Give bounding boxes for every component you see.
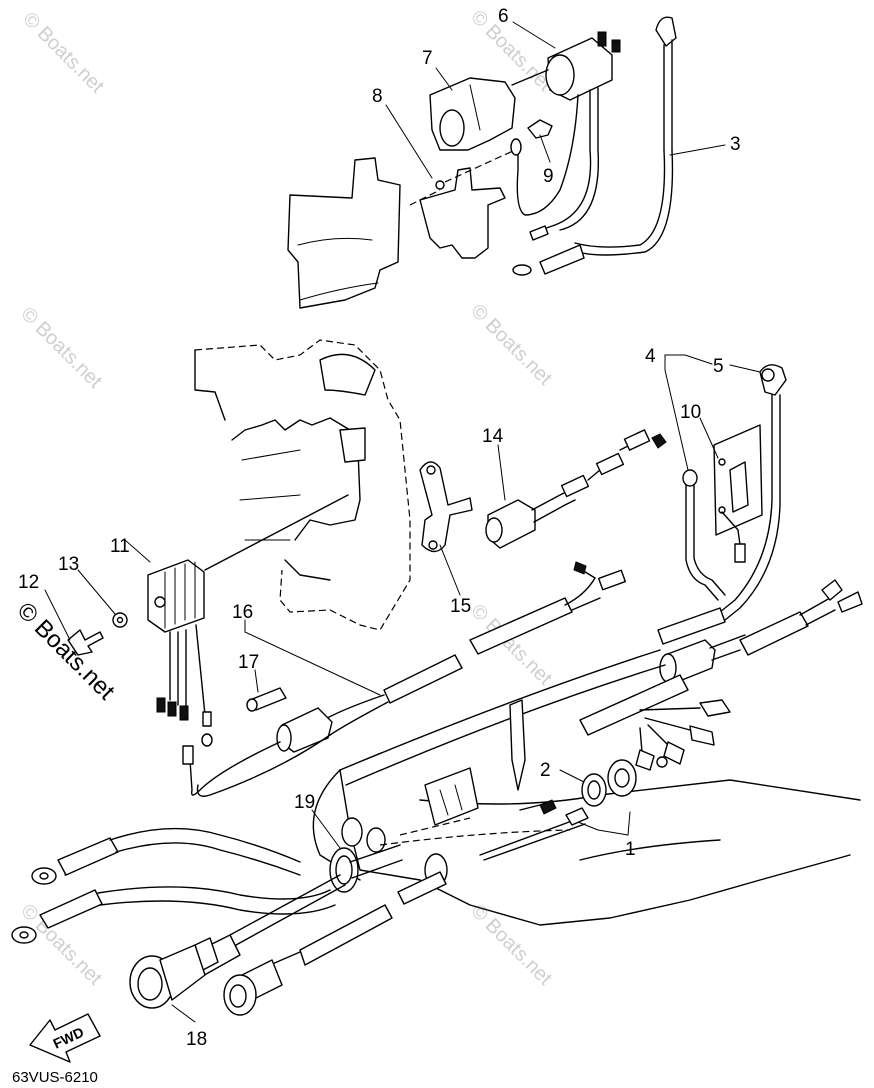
callout-11: 11 [110,536,130,557]
connector-18 [129,874,346,1009]
callout-17: 17 [238,652,259,673]
callout-12: 12 [18,572,39,593]
main-harness [339,561,863,786]
callout-4: 4 [645,346,656,367]
leader-lines [44,21,761,1023]
starter-relay-6 [545,31,621,101]
bracket-assembly [287,16,677,309]
callout-13: 13 [58,554,79,575]
watermark-1: © Boats.net [18,8,108,98]
callout-6: 6 [498,6,509,27]
callout-16: 16 [232,602,253,623]
callouts: 1 2 3 4 5 6 7 8 9 10 11 12 13 14 15 16 1… [18,6,741,1050]
bracket-8 [419,167,506,259]
fuse-17 [246,687,287,712]
neutral-switch-14 [485,429,667,549]
fuse-holder-10 [713,424,763,563]
callout-7: 7 [422,48,433,69]
callout-18: 18 [186,1029,207,1050]
callout-15: 15 [450,596,471,617]
callout-9: 9 [543,166,554,187]
screw-9 [527,119,553,139]
callout-14: 14 [482,426,504,447]
screw-12 [67,629,104,656]
cable-3 [512,16,677,276]
grommet-2 [581,759,637,807]
watermark-4: © Boats.net [466,300,556,390]
watermark-3: © Boats.net [16,303,106,393]
lever-15 [419,461,473,553]
callout-2: 2 [540,760,551,781]
cable-4-5 [682,364,787,621]
connector-2nd [223,871,447,1016]
grommet-19 [329,844,403,893]
engine-block [194,339,411,631]
part-code: 63VUS-6210 [12,1069,98,1086]
lead-1 [479,799,589,861]
callout-5: 5 [713,356,724,377]
fwd-arrow: FWD [29,1013,101,1063]
watermark-main: © Boats.net [12,597,120,705]
battery-cables [11,827,336,944]
callout-3: 3 [730,134,741,155]
rectifier-11 [147,559,213,747]
callout-19: 19 [294,792,315,813]
callout-10: 10 [680,402,701,423]
watermark-7: © Boats.net [466,900,556,990]
harness-16 [182,654,463,797]
callout-1: 1 [625,839,636,860]
mounting-plate [287,157,401,309]
watermarks: © Boats.net © Boats.net © Boats.net © Bo… [16,6,556,990]
callout-8: 8 [372,86,383,107]
harness-clip [424,699,526,826]
